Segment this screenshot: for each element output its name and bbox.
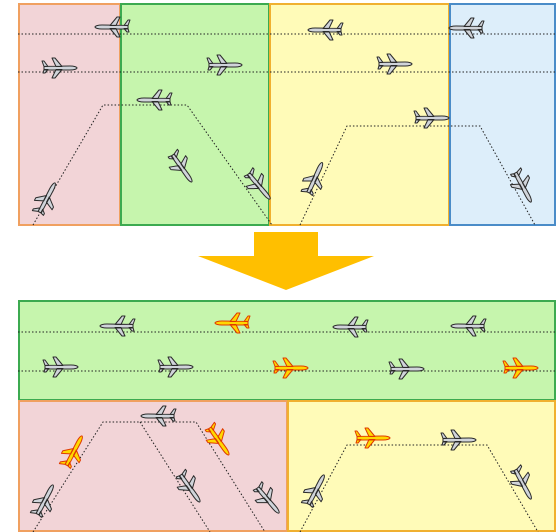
airplane-icon xyxy=(29,484,54,518)
before-zone-red xyxy=(18,3,121,226)
airplane-icon xyxy=(307,19,344,41)
airplane-icon xyxy=(376,53,413,75)
airplane-icon xyxy=(175,468,201,503)
airplane-icon xyxy=(440,429,477,451)
airplane-icon xyxy=(167,148,193,183)
airplane-icon xyxy=(31,182,56,216)
airplane-icon xyxy=(41,57,78,79)
airplane-icon xyxy=(509,464,532,500)
highlighted-airplane-icon xyxy=(354,427,391,449)
after-zone-red xyxy=(18,400,288,532)
down-arrow-icon xyxy=(198,232,374,290)
route-line xyxy=(139,421,211,532)
airplane-icon xyxy=(300,162,324,197)
route-line xyxy=(299,125,536,226)
before-diagram xyxy=(18,3,556,226)
airplane-icon xyxy=(509,167,532,203)
route-line xyxy=(32,104,273,226)
highlighted-airplane-icon xyxy=(272,357,309,379)
route-line xyxy=(299,444,539,532)
aircraft-group xyxy=(29,16,539,518)
airplane-icon xyxy=(332,316,369,338)
airplane-icon xyxy=(243,167,271,200)
after-zone-yellow xyxy=(287,400,556,532)
airplane-icon xyxy=(42,356,79,378)
airplane-icon xyxy=(136,89,173,111)
highlighted-airplane-icon xyxy=(214,312,251,334)
airplane-icon xyxy=(450,315,487,337)
airplane-icon xyxy=(448,17,485,39)
before-zone-blue xyxy=(449,3,556,226)
highlighted-airplane-icon xyxy=(204,421,230,456)
airplane-icon xyxy=(206,54,243,76)
airplane-icon xyxy=(388,358,425,380)
airplane-icon xyxy=(300,474,325,508)
route-line xyxy=(32,421,266,532)
airplane-icon xyxy=(413,107,450,129)
airplane-icon xyxy=(157,356,194,378)
route-lines xyxy=(18,33,556,532)
airplane-icon xyxy=(94,16,131,38)
airplane-icon xyxy=(99,315,136,337)
airplane-icon xyxy=(252,481,280,514)
before-zone-green xyxy=(120,3,270,226)
before-zone-yellow xyxy=(269,3,450,226)
highlighted-airplane-icon xyxy=(502,357,539,379)
after-diagram xyxy=(18,300,556,532)
airplane-icon xyxy=(140,405,177,427)
highlighted-airplane-icon xyxy=(58,435,83,469)
